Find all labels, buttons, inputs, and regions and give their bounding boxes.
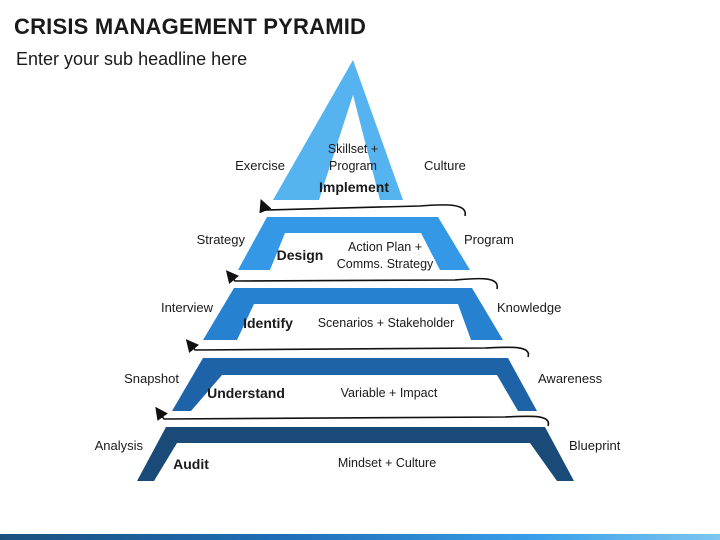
footer-accent-bar [0, 534, 720, 540]
design-tier-shape [238, 217, 470, 270]
implement-inner-line1: Skillset + [328, 142, 378, 156]
understand-curve-arrow [155, 406, 550, 427]
identify-curve-arrow [185, 339, 530, 358]
identify-tier-shape [203, 288, 503, 340]
implement-curve-arrow [259, 199, 466, 217]
understand-tier-shape [172, 358, 537, 411]
implement-right-label: Culture [424, 158, 466, 173]
audit-tier-shape [137, 427, 574, 481]
design-right-label: Program [464, 232, 514, 247]
page-subtitle: Enter your sub headline here [16, 49, 248, 69]
understand-right-label: Awareness [538, 371, 603, 386]
implement-tier-shape [273, 60, 403, 200]
design-curve-arrow [225, 270, 498, 290]
audit-left-label: Analysis [95, 438, 144, 453]
understand-level-label: Understand [207, 385, 285, 401]
implement-left-label: Exercise [235, 158, 285, 173]
identify-inner-line1: Scenarios + Stakeholder [318, 316, 455, 330]
design-inner-line1: Action Plan + [348, 240, 422, 254]
audit-right-label: Blueprint [569, 438, 621, 453]
design-level-label: Design [277, 247, 324, 263]
design-inner-line2: Comms. Strategy [337, 257, 434, 271]
understand-inner-line1: Variable + Impact [341, 386, 438, 400]
understand-left-label: Snapshot [124, 371, 179, 386]
identify-left-label: Interview [161, 300, 214, 315]
identify-right-label: Knowledge [497, 300, 561, 315]
audit-level-label: Audit [173, 456, 209, 472]
identify-level-label: Identify [243, 315, 293, 331]
audit-inner-line1: Mindset + Culture [338, 456, 436, 470]
design-left-label: Strategy [197, 232, 246, 247]
implement-level-label: Implement [319, 179, 389, 195]
implement-inner-line2: Program [329, 159, 377, 173]
page-title: CRISIS MANAGEMENT PYRAMID [14, 14, 367, 39]
